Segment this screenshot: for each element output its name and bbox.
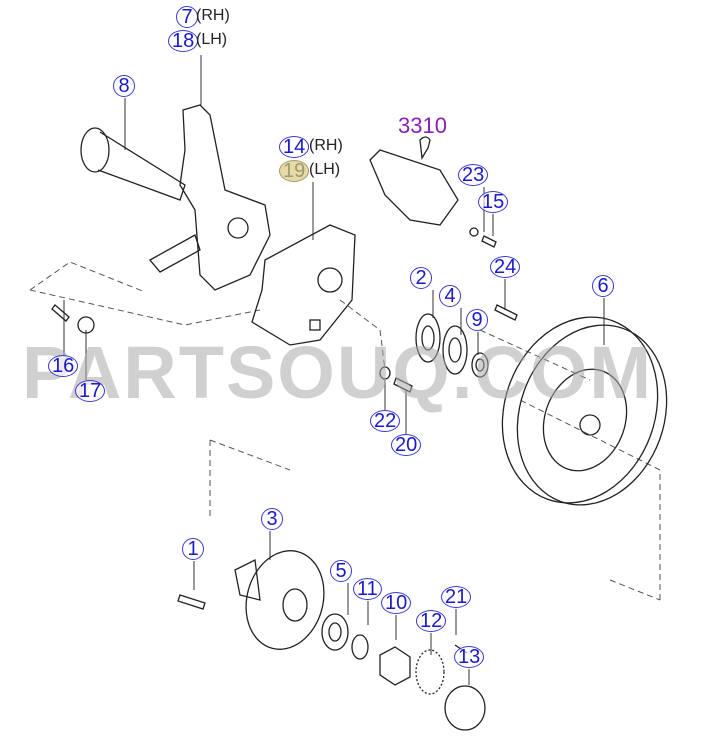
callout-18[interactable]: 18 <box>168 30 199 52</box>
bearings <box>415 313 489 378</box>
dashed-guides <box>29 261 661 601</box>
callout-14[interactable]: 14 <box>279 136 310 158</box>
side-label-lh: (LH) <box>309 161 341 178</box>
callout-15[interactable]: 15 <box>478 191 509 213</box>
callout-17[interactable]: 17 <box>75 380 106 402</box>
callout-24[interactable]: 24 <box>490 256 521 278</box>
callout-20[interactable]: 20 <box>391 434 422 456</box>
callout-6[interactable]: 6 <box>592 275 614 297</box>
callout-1[interactable]: 1 <box>182 538 204 560</box>
callout-8[interactable]: 8 <box>113 75 135 97</box>
brake-disc-part <box>501 316 668 506</box>
side-label-rh: (RH) <box>196 7 230 24</box>
callout-13[interactable]: 13 <box>454 646 485 668</box>
side-label-rh: (RH) <box>309 137 343 154</box>
knuckle-part <box>148 104 271 291</box>
callout-7[interactable]: 7 <box>176 6 198 28</box>
group-code-3310[interactable]: 3310 <box>398 113 447 138</box>
callout-3[interactable]: 3 <box>261 508 283 530</box>
callout-10[interactable]: 10 <box>381 592 412 614</box>
callout-22[interactable]: 22 <box>370 410 401 432</box>
callout-4[interactable]: 4 <box>439 285 461 307</box>
caliper-part <box>369 136 459 226</box>
small-bolts <box>51 227 518 610</box>
callout-16[interactable]: 16 <box>48 355 79 377</box>
callout-5[interactable]: 5 <box>330 560 352 582</box>
callout-21[interactable]: 21 <box>441 586 472 608</box>
side-label-lh: (LH) <box>196 31 228 48</box>
leader-lines <box>63 55 605 685</box>
hub-part <box>234 550 325 650</box>
callout-12[interactable]: 12 <box>416 610 447 632</box>
dust-cover-part <box>251 224 356 346</box>
callout-2[interactable]: 2 <box>410 267 432 289</box>
callout-23[interactable]: 23 <box>458 164 489 186</box>
watermark: PARTSOUQ.COM <box>22 331 654 414</box>
callout-9[interactable]: 9 <box>466 309 488 331</box>
callout-11[interactable]: 11 <box>353 578 382 600</box>
callout-19[interactable]: 19 <box>279 160 310 182</box>
hub-small-parts <box>321 613 486 731</box>
spindle-part <box>80 127 186 201</box>
